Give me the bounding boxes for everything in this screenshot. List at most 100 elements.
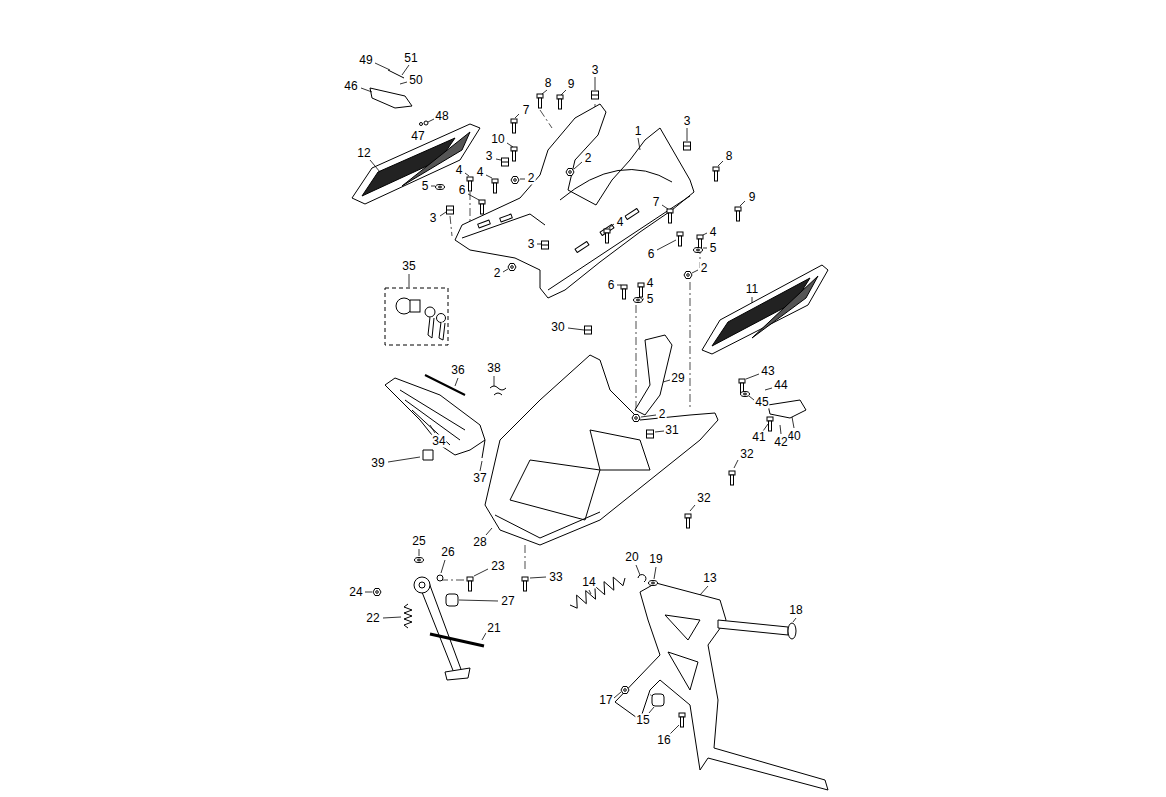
fasteners <box>729 471 735 485</box>
callout-number: 5 <box>421 180 430 193</box>
assembly-lines <box>450 216 452 236</box>
callout-number: 37 <box>472 472 487 485</box>
callout-number: 44 <box>773 379 788 392</box>
center-stand <box>668 652 698 690</box>
callout-number: 3 <box>591 64 600 77</box>
callout-number: 43 <box>760 365 775 378</box>
callout-number: 7 <box>522 104 531 117</box>
leader-lines <box>480 461 482 471</box>
leader-lines <box>662 205 668 209</box>
callout-number: 42 <box>773 436 788 449</box>
leader-lines <box>375 63 390 70</box>
leader-lines <box>440 212 446 216</box>
callout-number: 23 <box>490 560 505 573</box>
leader-lines <box>638 138 640 150</box>
callout-number: 35 <box>401 260 416 273</box>
footrest-left <box>425 375 465 395</box>
leader-lines <box>617 285 621 286</box>
lock-set <box>425 307 435 317</box>
leader-lines <box>643 299 644 300</box>
callout-number: 15 <box>635 714 650 727</box>
callout-number: 2 <box>493 267 502 280</box>
callout-number: 2 <box>584 152 593 165</box>
footrest-left <box>370 70 806 460</box>
leader-lines <box>431 186 435 187</box>
lock-set <box>385 288 448 345</box>
callout-number: 46 <box>343 80 358 93</box>
callout-number: 21 <box>486 622 501 635</box>
fasteners <box>634 298 643 303</box>
fasteners <box>508 264 516 271</box>
side-stand <box>445 668 470 680</box>
callout-number: 6 <box>607 279 616 292</box>
leader-lines <box>474 569 488 576</box>
fasteners <box>694 248 703 253</box>
fasteners <box>739 379 745 393</box>
callout-number: 28 <box>472 536 487 549</box>
fasteners <box>621 285 627 299</box>
floor-panel <box>462 214 545 238</box>
leader-lines <box>496 159 501 160</box>
leader-lines <box>515 114 519 118</box>
callout-number: 9 <box>748 191 757 204</box>
floor-mat <box>352 124 828 354</box>
callout-number: 2 <box>700 262 709 275</box>
leader-lines <box>687 128 688 141</box>
callout-number: 1 <box>634 125 643 138</box>
side-stand <box>437 575 443 581</box>
callout-number: 4 <box>646 277 655 290</box>
leader-lines <box>561 90 566 95</box>
floor-panel <box>625 209 639 220</box>
side-stand <box>430 634 484 646</box>
callout-number: 8 <box>544 77 553 90</box>
callout-number: 17 <box>598 694 613 707</box>
center-stand <box>665 615 700 640</box>
leader-lines <box>692 270 698 273</box>
fasteners <box>741 392 750 397</box>
fasteners <box>373 91 773 727</box>
floor-panel <box>455 104 694 298</box>
leader-lines <box>641 415 656 417</box>
fasteners <box>447 206 454 214</box>
leader-lines <box>503 269 508 272</box>
floor-panel <box>575 242 589 253</box>
leader-lines <box>507 143 513 147</box>
leader-lines <box>455 378 458 386</box>
callout-number: 51 <box>403 52 418 65</box>
center-stand <box>718 620 788 635</box>
callout-number: 31 <box>664 424 679 437</box>
side-stand <box>404 575 484 680</box>
lock-set <box>410 300 420 312</box>
callout-number: 25 <box>411 535 426 548</box>
leader-lines <box>609 224 614 228</box>
callout-number: 36 <box>450 364 465 377</box>
callout-number: 4 <box>616 216 625 229</box>
leader-lines <box>657 240 676 250</box>
footrest-left <box>385 378 485 455</box>
leader-lines <box>465 173 469 176</box>
leader-lines <box>654 567 656 579</box>
callout-number: 39 <box>370 457 385 470</box>
fasteners <box>436 185 445 190</box>
callout-number: 6 <box>458 184 467 197</box>
callout-number: 45 <box>754 396 769 409</box>
lock-set <box>428 317 434 338</box>
leader-lines <box>614 692 621 698</box>
assembly-lines <box>636 305 637 410</box>
callout-number: 4 <box>709 226 718 239</box>
fasteners <box>511 177 519 184</box>
fasteners <box>684 142 691 150</box>
fasteners <box>479 200 485 214</box>
leader-lines <box>649 707 654 713</box>
leader-lines <box>542 90 547 94</box>
leader-lines <box>740 201 745 206</box>
leader-lines <box>568 328 584 330</box>
callout-number: 33 <box>548 571 563 584</box>
fasteners <box>735 207 741 221</box>
callout-number: 3 <box>485 150 494 163</box>
fasteners <box>713 167 719 181</box>
leader-lines <box>734 460 738 468</box>
center-stand <box>652 694 664 706</box>
fasteners <box>647 430 654 438</box>
floor-mat <box>752 276 818 338</box>
